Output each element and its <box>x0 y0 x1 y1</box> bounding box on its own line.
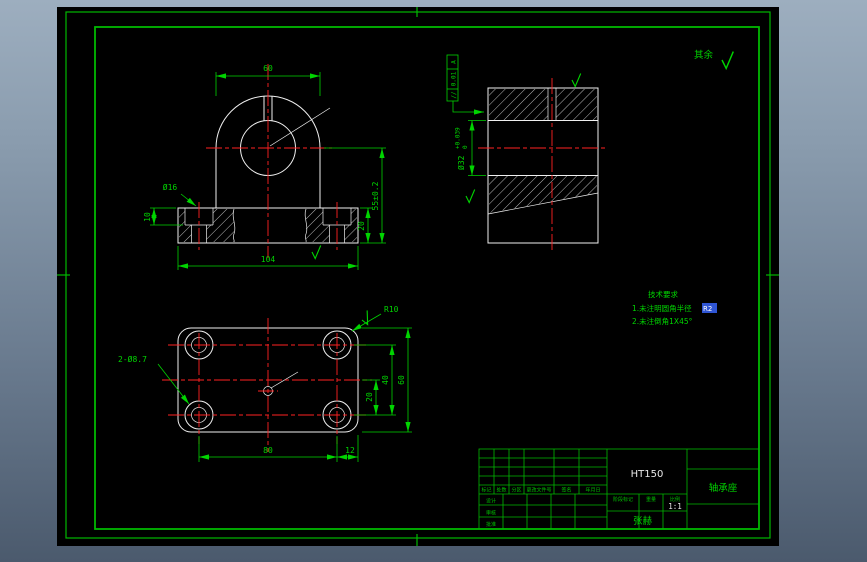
mid-header: 比例 <box>670 496 680 503</box>
dim-front-base-height: 20 <box>357 221 366 231</box>
rev-header: 处数 <box>496 487 506 494</box>
rev-header: 分区 <box>511 487 521 494</box>
surplus-label: 其余 <box>694 49 714 61</box>
tech-req-item1: 1.未注明圆角半径 <box>632 303 692 313</box>
title-block: 标记 处数 分区 更改文件号 签名 年月日 设计 审核 批准 阶段标记 重量 比… <box>478 448 760 530</box>
tolerance-frame: // 0.01 A <box>446 54 459 102</box>
dim-plan-plate-depth: 60 <box>397 375 406 385</box>
dim-plan-hole-span: 80 <box>263 446 273 455</box>
side-view: Ø32 +0.039 0 // 0.01 A <box>446 54 608 252</box>
dim-front-cb-depth: 10 <box>143 212 152 222</box>
tolerance-datum: A <box>451 60 458 64</box>
tech-req-title: 技术要求 <box>648 289 678 299</box>
highlight-box <box>702 303 717 313</box>
dim-front-center-height: 55±0.2 <box>371 181 380 210</box>
role-label: 设计 <box>486 498 496 505</box>
role-label: 审核 <box>486 510 496 517</box>
dim-plan-hole-callout: 2-Ø8.7 <box>118 354 147 364</box>
rev-header: 签名 <box>561 487 571 494</box>
dim-plan-corner-radius: R10 <box>384 305 399 314</box>
dim-plan-edge-offset: 12 <box>345 446 355 455</box>
role-label: 批准 <box>486 521 496 528</box>
dim-front-width-top: 60 <box>263 64 273 73</box>
dim-plan-center-offset: 20 <box>365 392 374 402</box>
part-name-text: 轴承座 <box>709 482 738 494</box>
dim-side-bore-tol-lower: 0 <box>462 145 469 149</box>
rev-header: 年月日 <box>585 487 600 494</box>
rev-header: 标记 <box>481 487 491 494</box>
dim-side-bore: Ø32 <box>456 155 466 170</box>
drawing-canvas[interactable] <box>57 7 779 546</box>
dim-front-base-width: 104 <box>261 255 276 264</box>
dim-plan-row-span: 40 <box>381 375 390 385</box>
dim-side-bore-tol-upper: +0.039 <box>455 127 462 149</box>
mid-header: 重量 <box>646 496 656 503</box>
material-text: HT150 <box>631 469 664 480</box>
tech-req-item2: 2.未注倒角1X45° <box>632 316 693 326</box>
tech-req-item1-value: R2 <box>703 305 712 313</box>
tolerance-symbol: // <box>451 91 458 99</box>
signature-text: 张赫 <box>633 516 653 527</box>
sheet-frame <box>57 7 779 546</box>
front-view: 60 104 20 55±0.2 10 Ø16 <box>143 64 386 270</box>
mid-header: 阶段标记 <box>613 496 633 503</box>
scale-text: 1:1 <box>668 502 682 511</box>
plan-view: 80 12 20 40 60 2-Ø8.7 R10 <box>118 305 412 462</box>
rev-header: 更改文件号 <box>526 487 551 494</box>
dim-front-cb-dia: Ø16 <box>163 182 178 192</box>
tolerance-value: 0.01 <box>451 71 458 86</box>
general-notes: 其余 技术要求 1.未注明圆角半径 R2 2.未注倒角1X45° <box>632 49 735 326</box>
